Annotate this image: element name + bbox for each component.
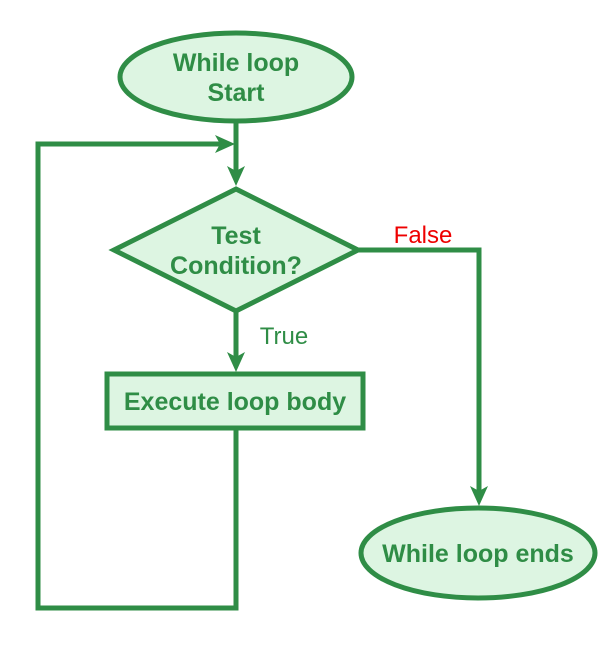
start-node: While loop Start xyxy=(117,30,355,124)
true-edge: True xyxy=(227,311,308,372)
start-to-condition-edge xyxy=(227,121,245,186)
process-rectangle xyxy=(104,371,366,431)
arrow-right-icon xyxy=(215,135,235,153)
condition-node: Test Condition? xyxy=(108,186,364,314)
end-ellipse xyxy=(358,505,598,601)
end-label: While loop ends xyxy=(382,540,574,568)
arrow-down-icon xyxy=(227,166,245,186)
start-ellipse xyxy=(117,30,355,124)
arrow-down-icon xyxy=(227,352,245,372)
condition-diamond xyxy=(108,186,364,314)
process-node: Execute loop body xyxy=(104,371,366,431)
start-label-line2: Start xyxy=(208,79,266,107)
false-edge: False xyxy=(358,222,488,506)
condition-label-line1: Test xyxy=(211,222,261,250)
arrow-down-icon xyxy=(470,486,488,506)
loop-back-line xyxy=(35,141,239,611)
false-line xyxy=(358,247,482,492)
end-node: While loop ends xyxy=(358,505,598,601)
condition-label-line2: Condition? xyxy=(170,252,302,280)
true-edge-label: True xyxy=(260,323,308,350)
loop-back-edge xyxy=(35,135,239,611)
process-label: Execute loop body xyxy=(124,388,346,416)
start-label-line1: While loop xyxy=(173,49,299,77)
false-edge-label: False xyxy=(394,222,453,249)
